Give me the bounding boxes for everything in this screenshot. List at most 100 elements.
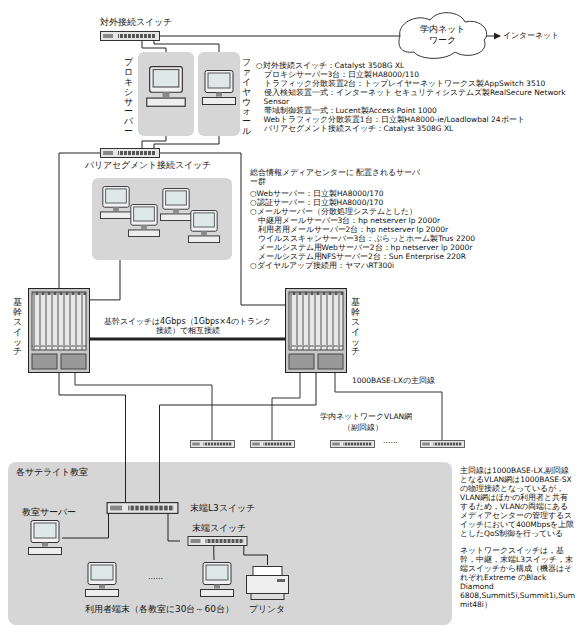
network-link: [59, 373, 126, 502]
note-text: 学内ネットワークVLAN網: [320, 412, 412, 421]
label-group: （副回線）: [343, 423, 383, 432]
note-text: トラフィック分散装置2台：トップレイヤーネットワークス製AppSwitch 35…: [256, 79, 576, 88]
note-text: メールシステム用Webサーバー2台：hp netserver lp 2000r: [250, 243, 578, 252]
link-label: 基幹スイッチは4Gbps（1Gbps×4のトランク接続）で相互接続: [100, 317, 275, 335]
network-link: [62, 514, 109, 538]
terminal-icon: [201, 563, 234, 597]
note-text: ウイルススキャンサーバー3台：ぷらっとホーム製Trus 2200: [250, 234, 578, 243]
note-text: ○ダイヤルアップ接続用：ヤマハRT300i: [250, 261, 578, 270]
node-label: 教室サーバー: [22, 507, 56, 518]
label-group: 主回線は1000BASE-LX,副回線となるVLAN網は1000BASE-SXの…: [460, 466, 576, 538]
note-text: （副回線）: [343, 423, 383, 432]
node-label: 利用者端末（各教室に30台～60台）: [85, 604, 235, 615]
edge-switch: 末端スイッチ: [180, 536, 255, 546]
server-icon: [160, 189, 191, 221]
note-text: Webトラフィック分散装置1台：日立製HA8000-ie/Loadlowbal …: [256, 115, 576, 124]
note-text: ○Webサーバー：日立製HA8000/170: [250, 189, 578, 198]
vlan-switch-icon: [190, 441, 234, 448]
barrier-switch-icon: [101, 149, 160, 158]
note-text: プロキシサーバー3台：日立製HA8000/110: [256, 70, 576, 79]
network-link: [154, 136, 219, 148]
note-text: 主回線は1000BASE-LX,副回線となるVLAN網は1000BASE-SXの…: [460, 466, 576, 538]
label-group: 学内ネットワークVLAN網: [320, 412, 412, 421]
proxy-panel: [138, 52, 194, 136]
node-label: 各サテライト教室: [16, 467, 460, 478]
network-switch: バリアセグメント接続スイッチ: [100, 148, 160, 158]
network-link: [160, 373, 317, 502]
node-label: 末端スイッチ: [192, 523, 267, 534]
classroom-panel: [8, 462, 452, 625]
network-link: [168, 514, 180, 541]
server-panel: [92, 178, 232, 260]
proxy-server-box: プロキシサーバー: [138, 52, 194, 136]
server-group-box: 総合情報メディアセンターに 配置されるサーバー群: [92, 178, 232, 260]
node-label: プロキシサーバー: [124, 58, 133, 137]
node-label: 末端L3スイッチ: [190, 503, 275, 514]
printer: プリンタ: [245, 565, 290, 600]
note-text: ……: [148, 572, 163, 581]
classroom-server-icon: [29, 521, 62, 555]
firewall-icon: [203, 71, 236, 105]
proxy-server-icon: [147, 67, 186, 107]
network-link: [154, 41, 219, 52]
server-icon: [128, 205, 159, 237]
edge-switch-icon: [188, 537, 247, 546]
label-group: ネットワークスイッチは，基幹，中継，末端L3スイッチ，末端スイッチから構成（機器…: [460, 546, 576, 609]
label-group: ……: [383, 436, 398, 445]
internet-arrow: [486, 36, 500, 37]
vlan-switch-icon: [420, 441, 464, 448]
note-text: 帯域制御装置一式：Lucent製Access Point 1000: [256, 106, 576, 115]
firewall-panel: [198, 52, 240, 136]
node-label: 対外接続スイッチ: [100, 17, 160, 28]
label-group: インターネット: [503, 31, 559, 40]
note-text: バリアセグメント接続スイッチ：Catalyst 3508G XL: [256, 124, 576, 133]
network-switch: 対外接続スイッチ: [100, 31, 160, 41]
label-group: ○対外接続スイッチ：Catalyst 3508G XLプロキシサーバー3台：日立…: [256, 61, 576, 133]
classroom-server: 教室サーバー: [28, 520, 62, 556]
label-group: 1000BASE-LXの主回線: [352, 376, 435, 385]
network-link: [90, 260, 120, 300]
network-link: [244, 546, 268, 565]
classroom-region: 各サテライト教室末端L3スイッチ末端スイッチ教室サーバー利用者端末（各教室に30…: [8, 462, 452, 625]
node-label: 基幹スイッチ: [351, 298, 360, 357]
vlan-wire: [335, 373, 442, 440]
note-text: 1000BASE-LXの主回線: [352, 376, 435, 385]
cloud: 学内ネットワーク: [400, 15, 485, 57]
vlan-wire: [75, 373, 212, 440]
note-text: ○認証サーバー：日立製HA8000/170: [250, 198, 578, 207]
note-text: インターネット: [503, 31, 559, 40]
printer-icon: [247, 567, 289, 600]
vlan-wire: [272, 373, 300, 440]
l3-switch: 末端L3スイッチ: [100, 502, 185, 514]
note-text: 侵入検知装置一式：インターネット セキュリティシステムズ製RealSecure …: [256, 88, 576, 106]
node-label: 学内ネットワーク: [417, 24, 467, 46]
server-icon: [188, 211, 219, 243]
network-link: [90, 338, 285, 341]
vlan-switch-icon: [330, 441, 374, 448]
label-group: ○Webサーバー：日立製HA8000/170○認証サーバー：日立製HA8000/…: [250, 189, 578, 270]
core-switch-icon: [29, 289, 90, 373]
network-link: [59, 153, 100, 288]
network-link: [213, 546, 214, 560]
core-switch-icon: [286, 289, 347, 373]
external-switch-icon: [101, 32, 160, 41]
note-text: ネットワークスイッチは，基幹，中継，末端L3スイッチ，末端スイッチから構成（機器…: [460, 546, 576, 609]
network-link: [160, 36, 400, 37]
note-text: ○対外接続スイッチ：Catalyst 3508G XL: [256, 61, 576, 70]
vlan-switch-icon: [250, 441, 294, 448]
note-text: ……: [383, 436, 398, 445]
cloud-outline: [399, 13, 487, 59]
core-switch: 基幹スイッチ: [28, 288, 90, 373]
label-group: ……: [148, 572, 163, 581]
node-label: プリンタ: [249, 604, 294, 615]
note-text: 利用者用メールサーバー2台：hp netserver lp 2000r: [250, 225, 578, 234]
note-text: メールシステム用NFSサーバー2台：Sun Enterprise 220R: [250, 252, 578, 261]
firewall-box: ファイヤウォール: [198, 52, 240, 136]
core-switch: 基幹スイッチ: [285, 288, 347, 373]
node-label: 基幹スイッチ: [13, 298, 22, 357]
node-label: 総合情報メディアセンターに 配置されるサーバー群: [250, 168, 425, 186]
terminal-icon: [86, 563, 119, 597]
server-icon: [100, 187, 131, 219]
node-label: バリアセグメント接続スイッチ: [85, 160, 145, 171]
